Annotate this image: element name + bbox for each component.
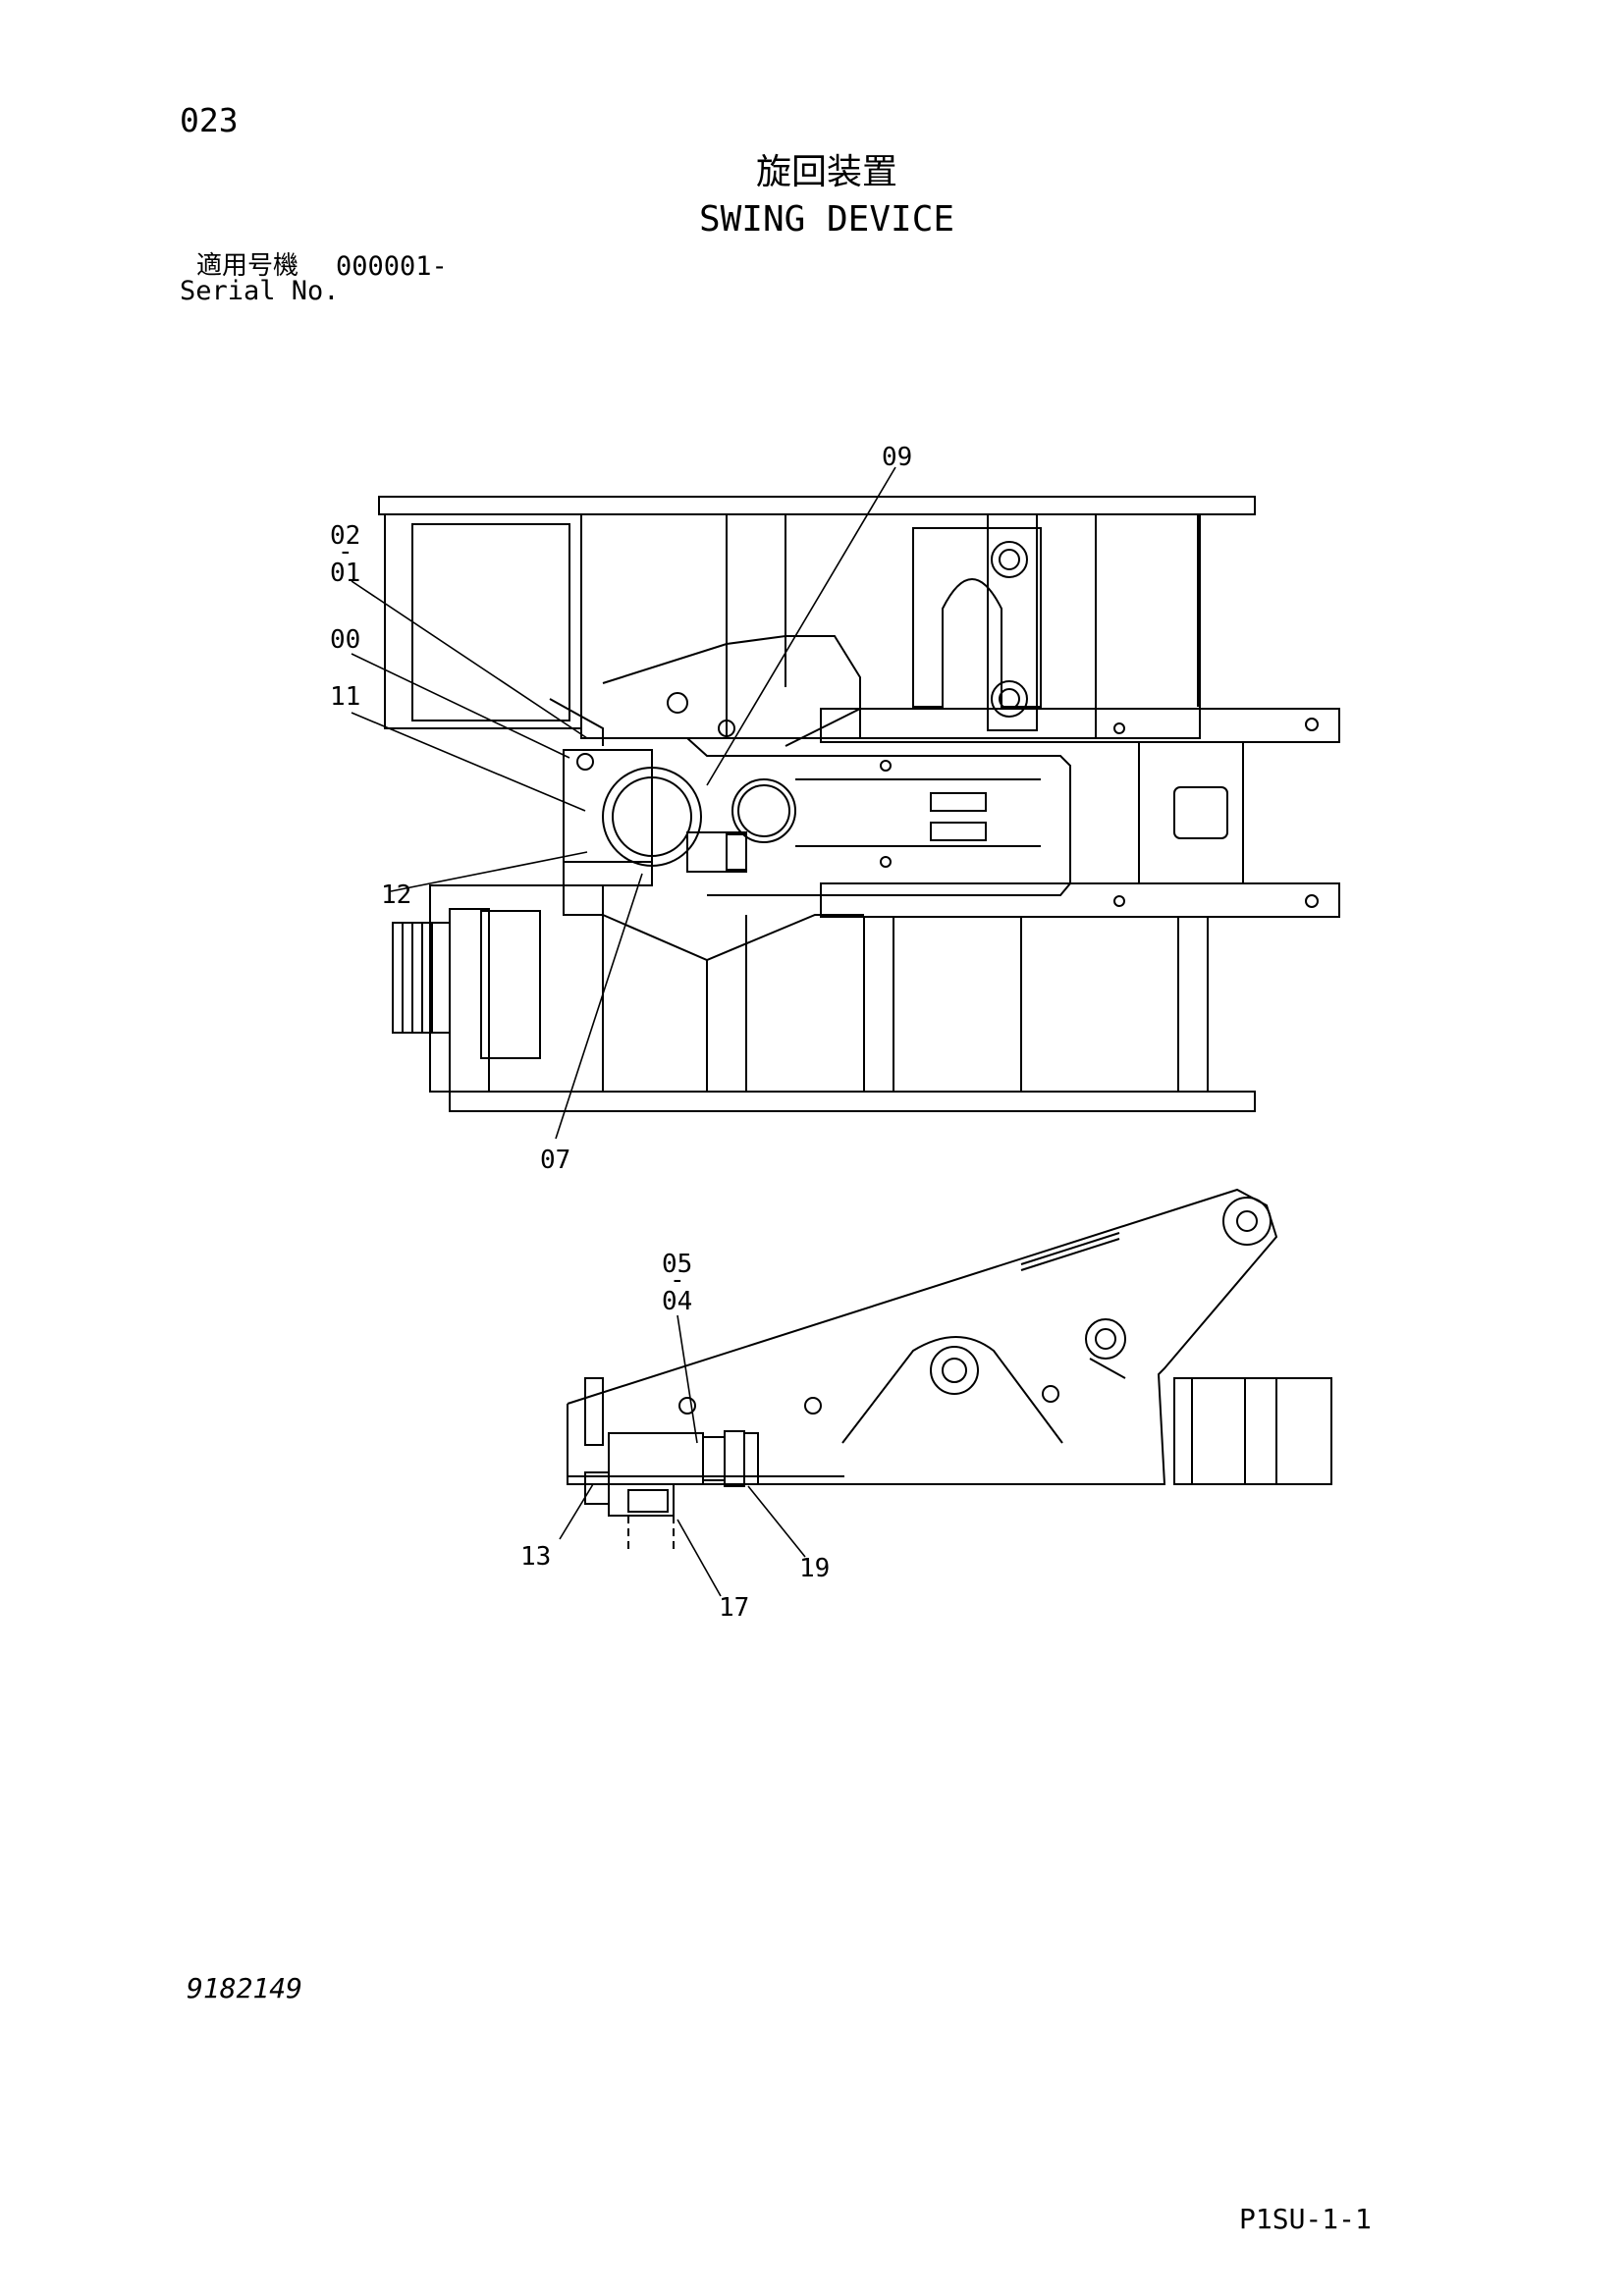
callout-09: 09 — [882, 443, 912, 472]
callout-19: 19 — [799, 1554, 830, 1583]
serial-label-english: Serial No. — [180, 276, 340, 306]
callout-dash-top: - — [338, 537, 353, 566]
callout-12: 12 — [381, 881, 411, 910]
callout-dash-side: - — [670, 1265, 685, 1295]
page-number: 023 — [180, 101, 239, 139]
serial-value: 000001- — [336, 251, 448, 282]
top-view-frame — [378, 496, 1340, 1112]
callout-05: 05 — [662, 1250, 692, 1279]
page-title-english: SWING DEVICE — [698, 199, 955, 240]
page-code: P1SU-1-1 — [1239, 2203, 1372, 2235]
callout-01: 01 — [330, 559, 360, 588]
callout-02: 02 — [330, 521, 360, 551]
callout-04: 04 — [662, 1287, 692, 1316]
serial-label-japanese: 適用号機 — [196, 251, 299, 281]
callout-11: 11 — [330, 682, 360, 712]
callout-13: 13 — [520, 1542, 551, 1572]
side-view-frame — [567, 1188, 1332, 1551]
top-view-leaders — [351, 466, 896, 1140]
callout-07: 07 — [540, 1146, 570, 1175]
callout-17: 17 — [719, 1593, 749, 1623]
document-id: 9182149 — [187, 1972, 303, 2004]
side-view-leaders — [559, 1314, 806, 1597]
callout-00: 00 — [330, 625, 360, 655]
page-title-japanese: 旋回装置 — [755, 152, 897, 192]
